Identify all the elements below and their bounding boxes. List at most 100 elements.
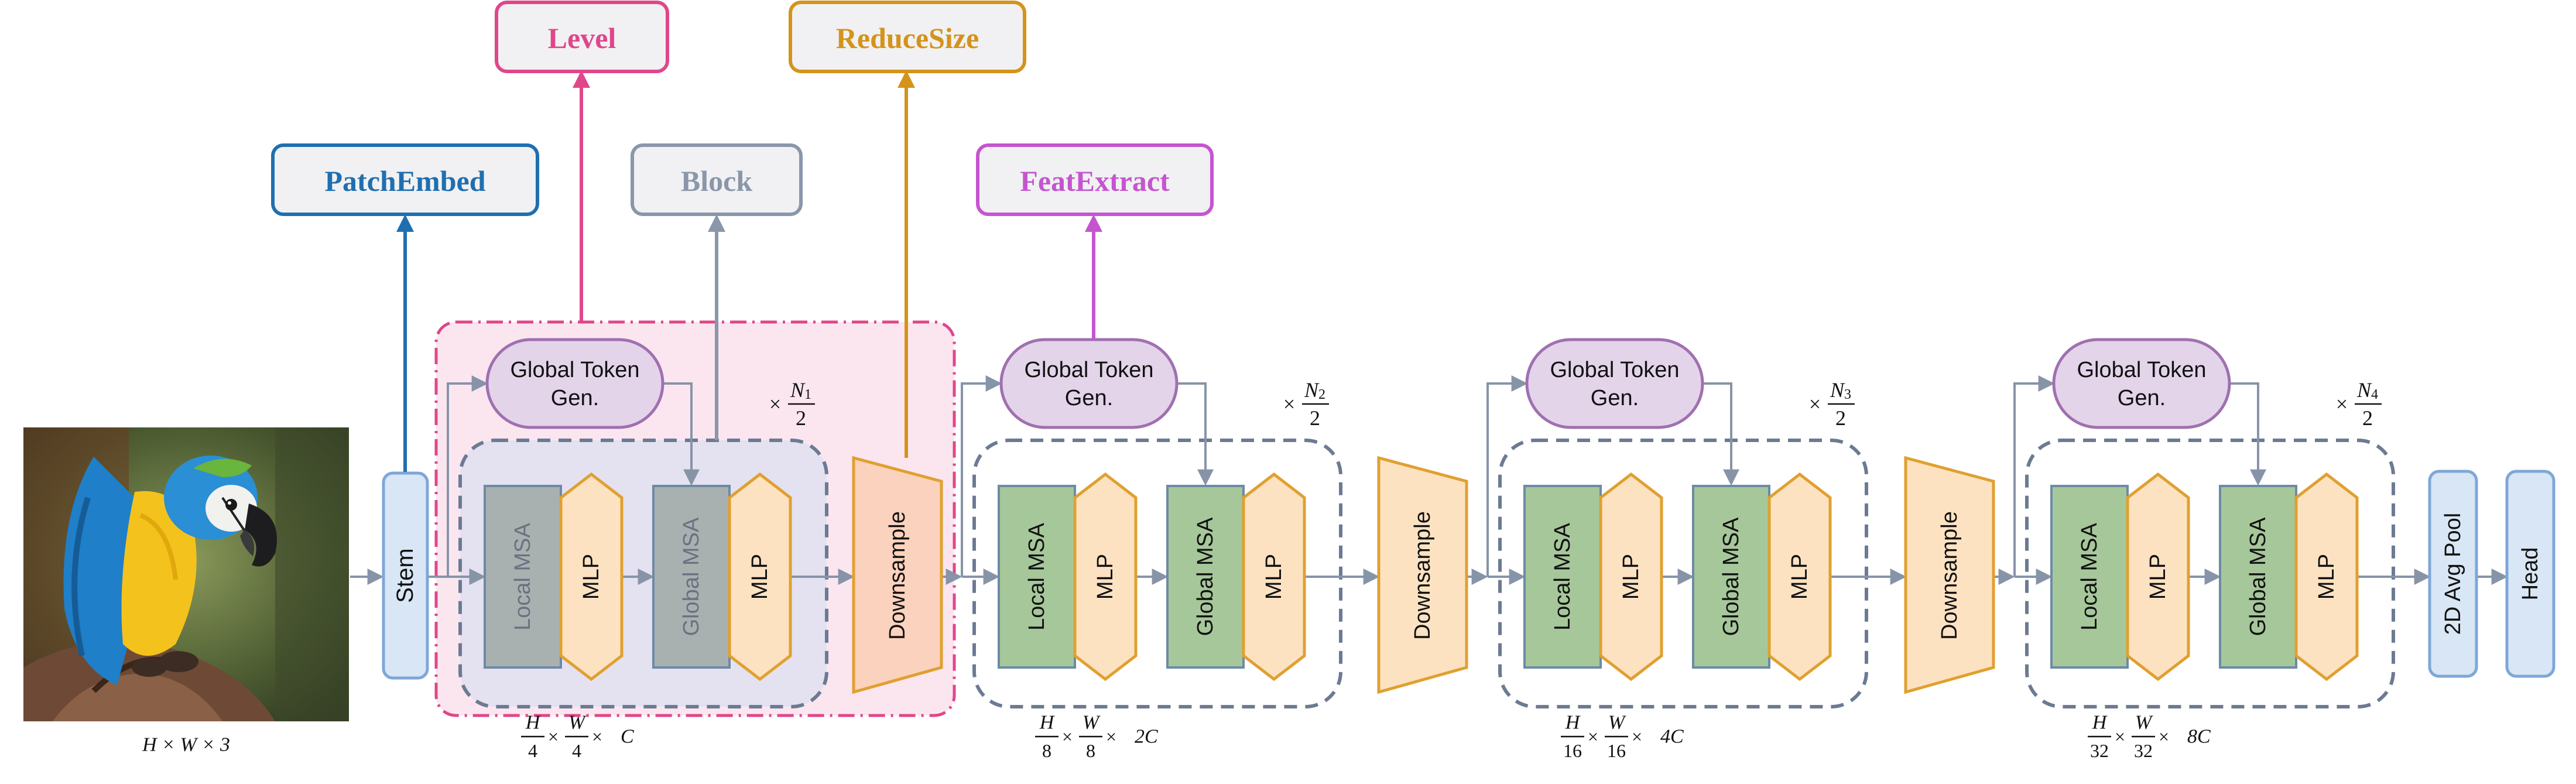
dim-den: 8 [1086, 740, 1095, 761]
input-dims: H × W × 3 [142, 734, 230, 756]
stem-label: Stem [392, 548, 418, 602]
local-msa-label: Local MSA [1550, 522, 1575, 630]
mlp-block [559, 472, 624, 682]
global-token-gen-line2: Gen. [1591, 386, 1639, 410]
mlp-label: MLP [748, 554, 772, 600]
mlp-label: MLP [579, 554, 604, 600]
flow-arrow [1486, 375, 1528, 577]
dim-times: × [2159, 726, 2169, 747]
dim-num: H [1039, 712, 1056, 734]
local-msa-label: Local MSA [2077, 522, 2102, 630]
mlp-block [1242, 472, 1306, 682]
flow-arrow [2229, 382, 2266, 486]
local-msa-block [484, 485, 562, 669]
dim-times: × [2115, 726, 2125, 747]
flow-arrow [663, 382, 700, 486]
mlp-block [728, 472, 792, 682]
dim-num: W [1083, 712, 1101, 734]
dim-times: × [1106, 726, 1116, 747]
local-msa-label: Local MSA [1025, 522, 1049, 630]
global-msa-label: Global MSA [2246, 517, 2270, 636]
mlp-label: MLP [1787, 554, 1812, 600]
mlp-block [1599, 472, 1663, 682]
repeat-times: × [2336, 392, 2348, 416]
dim-den: 4 [528, 740, 537, 761]
head-block [2505, 470, 2556, 678]
flow-arrow [447, 375, 488, 577]
global-msa-label: Global MSA [679, 517, 704, 636]
mlp-label: MLP [2146, 554, 2170, 600]
mlp-label: MLP [1262, 554, 1286, 600]
dim-channels: 2C [1135, 726, 1158, 748]
downsample-label: Downsample [1410, 511, 1435, 640]
global-token-gen-block [2052, 338, 2231, 429]
dim-channels: C [621, 726, 634, 748]
global-msa-block [1692, 485, 1770, 669]
repeat-den: 2 [796, 406, 806, 430]
avg-pool-block [2428, 470, 2478, 678]
dim-den: 16 [1607, 740, 1626, 761]
downsample-label: Downsample [885, 511, 910, 640]
mlp-label: MLP [2314, 554, 2339, 600]
global-token-gen-line2: Gen. [2118, 386, 2166, 410]
repeat-den: 2 [2362, 406, 2373, 430]
global-token-gen-line1: Global Token [1024, 358, 1153, 382]
dim-den: 4 [572, 740, 581, 761]
repeat-n: N2 [1304, 378, 1325, 402]
repeat-n: N4 [2356, 378, 2378, 402]
repeat-n: N1 [790, 378, 811, 402]
blocks: H × W × 3 Stem 2D Avg Pool Head Downsample Do… [142, 338, 2556, 761]
flow-arrow [2013, 375, 2055, 577]
dim-den: 32 [2090, 740, 2109, 761]
dim-num: W [568, 712, 587, 734]
local-msa-label: Local MSA [511, 522, 535, 630]
stage-2-container [972, 439, 1342, 708]
repeat-den: 2 [1310, 406, 1320, 430]
mlp-block [2126, 472, 2190, 682]
dim-num: H [1565, 712, 1581, 734]
avg-pool-label: 2D Avg Pool [2441, 513, 2465, 635]
mlp-block [1767, 472, 1832, 682]
dim-channels: 4C [1660, 726, 1684, 748]
mlp-label: MLP [1093, 554, 1118, 600]
patch-embed-label: PatchEmbed [325, 165, 486, 197]
downsample-block-1 [852, 456, 943, 694]
head-label: Head [2518, 547, 2543, 601]
flow-arrow [1703, 382, 1739, 486]
global-token-gen-block [999, 338, 1179, 429]
dim-channels: 8C [2187, 726, 2211, 748]
dim-times: × [1588, 726, 1598, 747]
dim-den: 16 [1563, 740, 1582, 761]
repeat-n: N3 [1830, 378, 1851, 402]
mlp-label: MLP [1619, 554, 1643, 600]
stem-block [382, 471, 429, 680]
dim-num: W [1608, 712, 1626, 734]
mlp-block [1073, 472, 1138, 682]
block-label: Block [681, 165, 752, 197]
local-msa-block [998, 485, 1076, 669]
global-token-gen-line2: Gen. [551, 386, 599, 410]
input-image [23, 427, 349, 721]
global-token-gen-line1: Global Token [2077, 358, 2206, 382]
dim-times: × [592, 726, 602, 747]
level-label: Level [548, 22, 616, 54]
global-token-gen-line2: Gen. [1065, 386, 1113, 410]
global-msa-block [652, 485, 731, 669]
repeat-times: × [1809, 392, 1821, 416]
stage-3-container [1498, 439, 1868, 708]
dim-times: × [548, 726, 559, 747]
mlp-block [2294, 472, 2359, 682]
flow-arrow [1177, 382, 1214, 486]
global-token-gen-line1: Global Token [510, 358, 639, 382]
downsample-block-3 [1904, 456, 1995, 694]
dim-den: 8 [1042, 740, 1051, 761]
local-msa-block [2050, 485, 2129, 669]
global-token-gen-block [485, 338, 664, 429]
repeat-times: × [769, 392, 781, 416]
feat-extract-label: FeatExtract [1020, 165, 1170, 197]
stage-4-container [2025, 439, 2395, 708]
reduce-size-label: ReduceSize [836, 22, 979, 54]
global-msa-block [2219, 485, 2297, 669]
